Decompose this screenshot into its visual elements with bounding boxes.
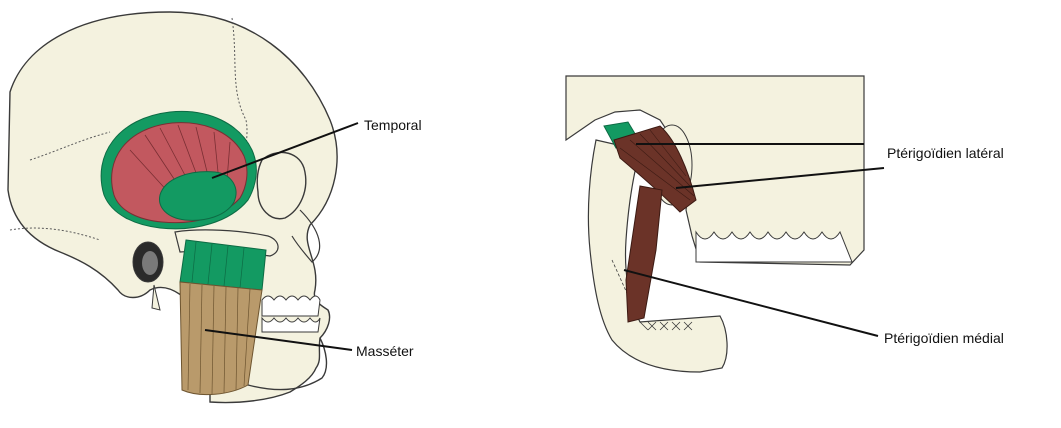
upper-teeth xyxy=(262,296,320,332)
label-pterygoid-medial: Ptérigoïdien médial xyxy=(884,330,1004,346)
ear-canal-inner xyxy=(142,251,158,275)
label-pterygoid-lateral: Ptérigoïdien latéral xyxy=(887,145,1004,161)
label-temporal: Temporal xyxy=(364,117,422,133)
label-masseter: Masséter xyxy=(356,343,414,359)
